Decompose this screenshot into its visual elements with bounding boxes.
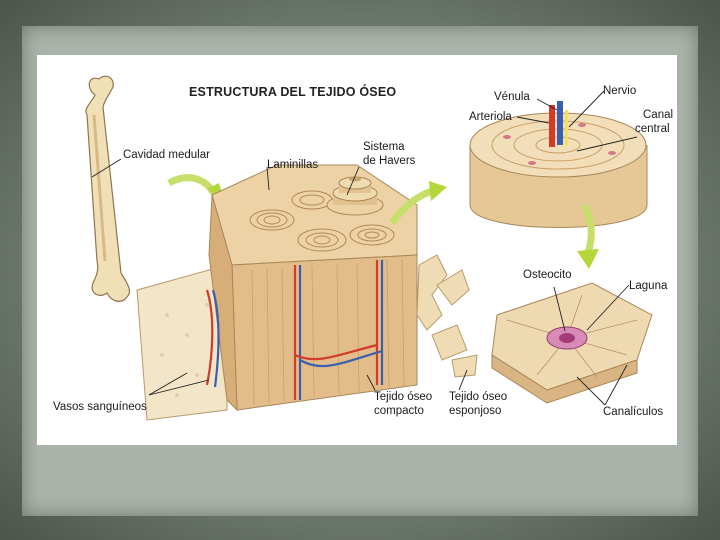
label-venula: Vénula: [494, 91, 530, 104]
label-compacto-line1: Tejido óseo: [374, 391, 432, 404]
label-canal-line1: Canal: [643, 109, 673, 122]
arrow-3: [585, 205, 591, 255]
label-compacto-line2: compacto: [374, 405, 424, 418]
label-esponjoso-line1: Tejido óseo: [449, 391, 507, 404]
femur-bone: [86, 76, 130, 301]
osteocyte-block: [492, 283, 652, 403]
label-vasos-sanguineos: Vasos sanguíneos: [53, 401, 147, 414]
arrow-3-head: [577, 249, 599, 269]
diagram-panel: ESTRUCTURA DEL TEJIDO ÓSEO Cavidad medul…: [37, 55, 677, 445]
label-sistema-havers-line2: de Havers: [363, 155, 415, 168]
label-arteriola: Arteriola: [469, 111, 512, 124]
label-osteocito: Osteocito: [523, 269, 572, 282]
arrow-2-head: [429, 181, 447, 201]
compact-bone-block: [207, 165, 417, 410]
label-sistema-havers-line1: Sistema: [363, 141, 405, 154]
label-laguna: Laguna: [629, 280, 667, 293]
label-esponjoso-line2: esponjoso: [449, 405, 501, 418]
label-canal-line2: central: [635, 123, 670, 136]
bone-structure-illustration: [37, 55, 677, 445]
label-canaliculos: Canalículos: [603, 406, 663, 419]
diagram-title: ESTRUCTURA DEL TEJIDO ÓSEO: [189, 85, 396, 99]
arrow-1: [169, 178, 215, 195]
trabeculae: [417, 255, 477, 377]
label-nervio: Nervio: [603, 85, 636, 98]
label-cavidad-medular: Cavidad medular: [123, 149, 210, 162]
label-laminillas: Laminillas: [267, 159, 318, 172]
